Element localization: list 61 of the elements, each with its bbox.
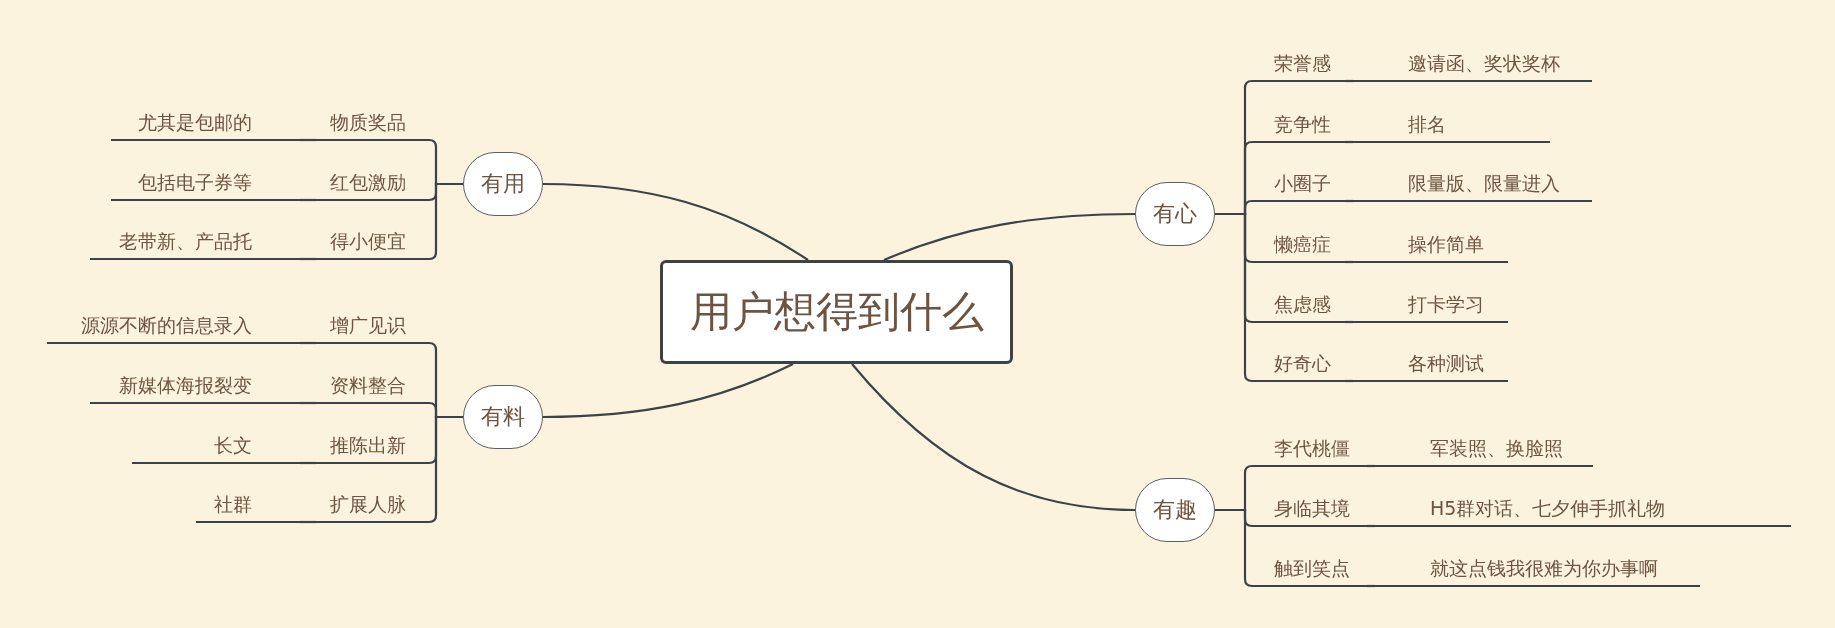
detail-label: 操作简单 <box>1353 229 1508 263</box>
branch-connector <box>542 182 809 261</box>
branch-connector <box>851 363 1136 512</box>
tree-connector <box>427 182 463 261</box>
detail-label: 社群 <box>196 489 300 523</box>
detail-label: 邀请函、奖状奖杯 <box>1353 48 1592 82</box>
subtopic-label: 好奇心 <box>1253 348 1345 382</box>
detail-label: 包括电子券等 <box>111 167 300 201</box>
detail-label: 限量版、限量进入 <box>1353 168 1592 202</box>
branch-topic: 有趣 <box>1135 478 1215 542</box>
tree-connector <box>1345 260 1353 264</box>
tree-connector <box>1215 212 1254 383</box>
detail-label: 长文 <box>132 430 300 464</box>
subtopic-label: 物质奖品 <box>316 107 428 141</box>
tree-connector <box>300 138 316 142</box>
tree-connector <box>1367 524 1375 528</box>
branch-connector <box>543 363 794 419</box>
tree-connector <box>1367 584 1375 588</box>
tree-connector <box>300 401 316 405</box>
subtopic-label: 红包激励 <box>316 167 428 201</box>
subtopic-label: 李代桃僵 <box>1253 433 1367 467</box>
detail-label: 尤其是包邮的 <box>111 107 300 141</box>
tree-connector <box>1345 79 1353 83</box>
tree-connector <box>1345 320 1353 324</box>
subtopic-label: 资料整合 <box>316 370 428 404</box>
branch-topic: 有心 <box>1135 182 1215 246</box>
subtopic-label: 扩展人脉 <box>316 489 428 523</box>
tree-connector <box>1215 508 1254 588</box>
tree-connector <box>1367 464 1375 468</box>
subtopic-label: 竞争性 <box>1253 109 1345 143</box>
detail-label: 排名 <box>1353 109 1550 143</box>
branch-topic: 有用 <box>463 152 543 216</box>
detail-label: H5群对话、七夕伸手抓礼物 <box>1375 493 1791 527</box>
detail-label: 就这点钱我很难为你办事啊 <box>1375 553 1700 587</box>
branch-connector <box>883 212 1135 261</box>
tree-connector <box>1345 140 1353 144</box>
subtopic-label: 荣誉感 <box>1253 48 1345 82</box>
detail-label: 源源不断的信息录入 <box>47 310 300 344</box>
subtopic-label: 触到笑点 <box>1253 553 1367 587</box>
subtopic-label: 懒癌症 <box>1253 229 1345 263</box>
subtopic-label: 得小便宜 <box>316 226 428 260</box>
tree-connector <box>300 341 316 345</box>
detail-label: 军装照、换脸照 <box>1375 433 1593 467</box>
tree-connector <box>427 415 463 524</box>
tree-connector <box>300 257 316 261</box>
subtopic-label: 小圈子 <box>1253 168 1345 202</box>
subtopic-label: 身临其境 <box>1253 493 1367 527</box>
subtopic-label: 焦虑感 <box>1253 289 1345 323</box>
detail-label: 各种测试 <box>1353 348 1508 382</box>
tree-connector <box>300 198 316 202</box>
tree-connector <box>1345 199 1353 203</box>
detail-label: 打卡学习 <box>1353 289 1508 323</box>
detail-label: 老带新、产品托 <box>90 226 300 260</box>
branch-topic: 有料 <box>463 385 543 449</box>
tree-connector <box>300 461 316 465</box>
subtopic-label: 增广见识 <box>316 310 428 344</box>
central-topic: 用户想得到什么 <box>660 260 1013 364</box>
detail-label: 新媒体海报裂变 <box>90 370 300 404</box>
subtopic-label: 推陈出新 <box>316 430 428 464</box>
tree-connector <box>300 520 316 524</box>
tree-connector <box>1345 379 1353 383</box>
